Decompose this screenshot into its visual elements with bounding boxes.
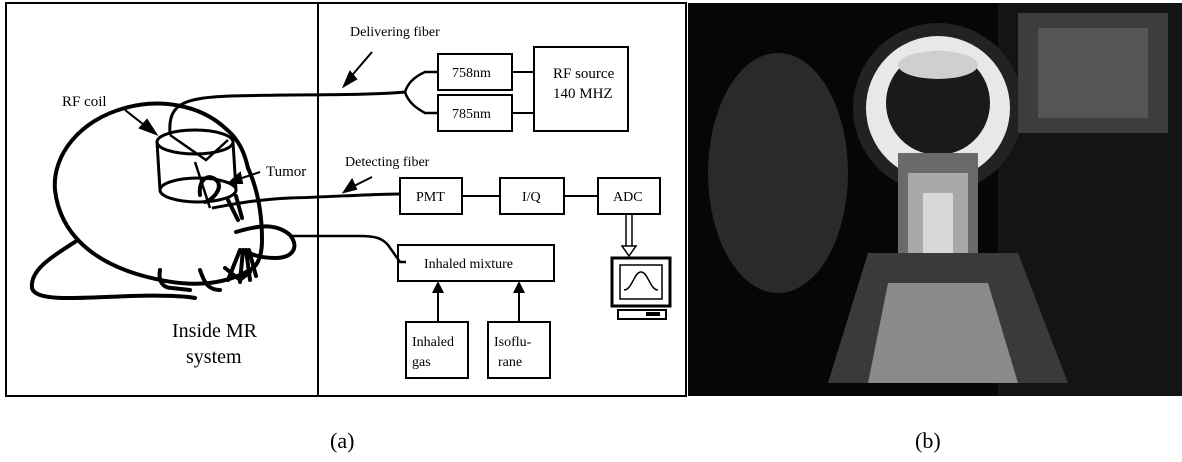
text-rf-source-1: RF source (553, 66, 615, 82)
text-inhaled-gas-2: gas (412, 355, 431, 370)
text-adc: ADC (613, 190, 643, 205)
label-delivering-fiber: Delivering fiber (350, 25, 440, 40)
fiber-split-758 (403, 70, 438, 93)
diagram-panel-a: Delivering fiber Detecting fiber RF coil… (5, 2, 687, 397)
panel-a-frame (5, 2, 687, 397)
caption-b: (b) (915, 428, 941, 453)
box-inhaled-mixture (397, 244, 555, 282)
box-rf-source (533, 46, 629, 132)
text-isoflurane-1: Isoflu- (494, 335, 532, 350)
text-iq: I/Q (522, 190, 541, 205)
text-rf-source-2: 140 MHZ (553, 86, 613, 102)
label-arrows (124, 51, 373, 194)
computer-monitor-icon (610, 256, 672, 320)
text-inhaled-mixture: Inhaled mixture (424, 257, 513, 272)
fiber-split-785 (403, 91, 438, 115)
text-758nm: 758nm (452, 66, 491, 81)
text-785nm: 785nm (452, 107, 491, 122)
label-detecting-fiber: Detecting fiber (345, 155, 430, 170)
adc-to-computer-arrow (620, 214, 638, 258)
delivering-fiber-line (168, 90, 406, 136)
text-inhaled-gas-1: Inhaled (412, 335, 454, 350)
label-system: system (186, 346, 242, 368)
box-connectors (437, 71, 598, 322)
text-pmt: PMT (416, 190, 445, 205)
text-isoflurane-2: rane (498, 355, 522, 370)
gas-line (292, 234, 406, 264)
mouse-illustration (29, 101, 297, 301)
label-inside-mr: Inside MR (172, 320, 258, 342)
detecting-fiber-line (211, 192, 401, 210)
box-arrowheads (432, 281, 525, 293)
caption-a: (a) (330, 428, 355, 453)
label-rf-coil: RF coil (62, 94, 107, 110)
rf-coil-illustration (155, 128, 238, 209)
mr-scanner-photo (688, 3, 1182, 396)
label-tumor: Tumor (266, 164, 306, 180)
